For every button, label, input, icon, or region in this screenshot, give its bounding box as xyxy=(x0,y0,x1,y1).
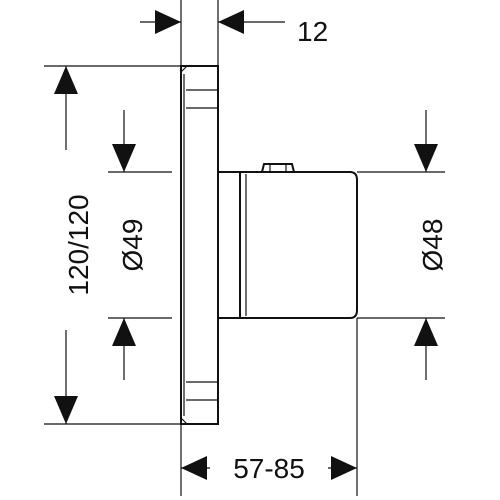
arrow-left-icon xyxy=(181,456,207,480)
arrow-down-icon xyxy=(112,144,136,172)
dim-body-diameter: Ø49 xyxy=(108,110,172,380)
arrow-up-icon xyxy=(54,66,78,94)
arrow-down-icon xyxy=(414,144,438,172)
arrow-right-icon xyxy=(331,456,357,480)
faceplate xyxy=(180,65,219,425)
dim-label-height: 120/120 xyxy=(63,194,94,295)
dim-depth-range: 57-85 xyxy=(180,318,358,496)
dim-overall-height: 120/120 xyxy=(44,65,181,425)
arrow-left-icon xyxy=(218,10,244,34)
arrow-down-icon xyxy=(54,396,78,424)
dim-label-thickness: 12 xyxy=(297,16,328,47)
dim-label-handle-diameter: Ø48 xyxy=(417,219,448,272)
arrow-right-icon xyxy=(155,10,181,34)
dim-label-body-diameter: Ø49 xyxy=(117,219,148,272)
dim-label-depth: 57-85 xyxy=(233,453,305,484)
dim-faceplate-thickness: 12 xyxy=(140,0,328,66)
handle-body xyxy=(218,163,358,319)
dim-handle-diameter: Ø48 xyxy=(357,110,448,380)
arrow-up-icon xyxy=(414,318,438,346)
arrow-up-icon xyxy=(112,318,136,346)
